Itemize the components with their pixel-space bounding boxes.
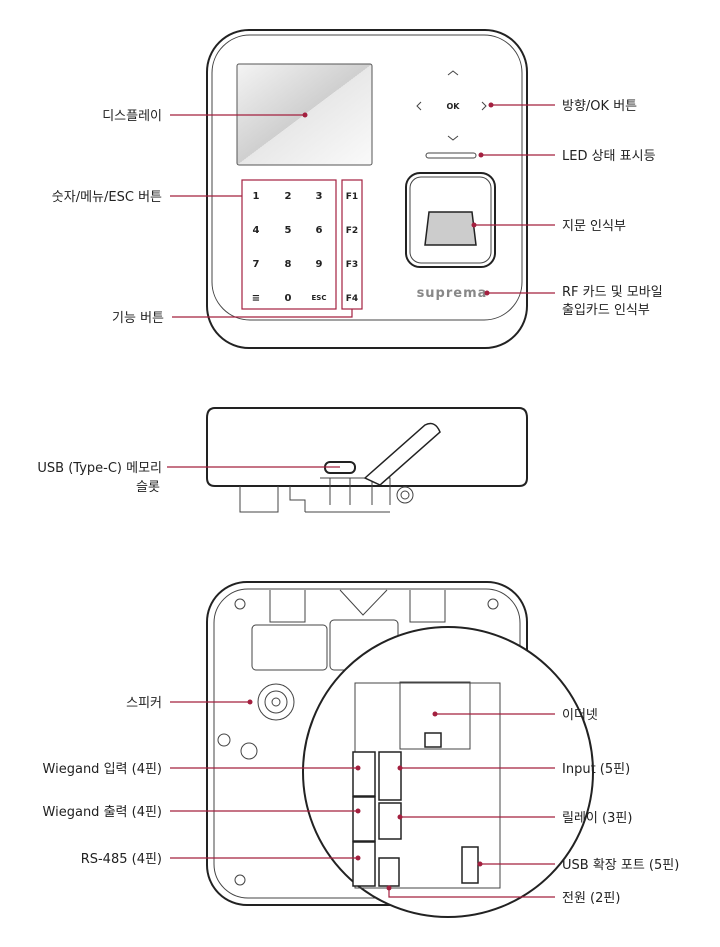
label-nav: 방향/OK 버튼 xyxy=(562,99,637,114)
front-view: 1 2 3 4 5 6 7 8 9 ≡ 0 ESC F1 F2 F3 F4 OK xyxy=(206,29,528,349)
label-wiegand-out: Wiegand 출력 (4핀) xyxy=(43,805,162,820)
label-wiegand-in: Wiegand 입력 (4핀) xyxy=(43,762,162,777)
keypad-box xyxy=(241,179,337,310)
side-callouts: USB (Type-C) 메모리 슬롯 xyxy=(37,461,340,495)
led-indicator xyxy=(425,152,477,159)
key-f3[interactable]: F3 xyxy=(346,260,358,270)
side-view xyxy=(206,407,528,513)
label-rf-1: RF 카드 및 모바일 xyxy=(562,285,663,300)
usb-stick xyxy=(363,422,441,486)
label-speaker: 스피커 xyxy=(126,696,162,711)
back-callouts: 스피커 Wiegand 입력 (4핀) Wiegand 출력 (4핀) RS-4… xyxy=(43,696,680,906)
down-arrow-icon[interactable] xyxy=(447,135,459,141)
nav-keys: OK xyxy=(416,70,487,141)
fingerprint-sensor xyxy=(405,172,496,268)
label-rs485: RS-485 (4핀) xyxy=(81,852,162,867)
label-power: 전원 (2핀) xyxy=(562,891,620,906)
key-7[interactable]: 7 xyxy=(253,259,260,270)
magnified-circle xyxy=(302,626,594,918)
key-8[interactable]: 8 xyxy=(285,259,292,270)
label-relay: 릴레이 (3핀) xyxy=(562,811,632,826)
key-6[interactable]: 6 xyxy=(316,225,323,236)
label-input: Input (5핀) xyxy=(562,762,630,777)
label-ethernet: 이더넷 xyxy=(562,708,598,723)
device-body xyxy=(206,29,528,349)
label-rf-2: 출입카드 인식부 xyxy=(562,303,650,318)
label-display: 디스플레이 xyxy=(102,109,162,124)
label-usb-slot-2: 슬롯 xyxy=(136,480,160,495)
up-arrow-icon[interactable] xyxy=(447,70,459,76)
label-function-keys: 기능 버튼 xyxy=(112,311,164,326)
key-1[interactable]: 1 xyxy=(253,191,260,202)
key-3[interactable]: 3 xyxy=(316,191,323,202)
label-led: LED 상태 표시등 xyxy=(562,149,656,164)
key-2[interactable]: 2 xyxy=(285,191,292,202)
device-face xyxy=(211,34,523,321)
key-f1[interactable]: F1 xyxy=(346,192,358,202)
key-menu[interactable]: ≡ xyxy=(252,293,260,304)
key-5[interactable]: 5 xyxy=(285,225,292,236)
label-usb-ext: USB 확장 포트 (5핀) xyxy=(562,858,679,873)
key-0[interactable]: 0 xyxy=(285,293,292,304)
connectors xyxy=(352,732,479,887)
keypad: 1 2 3 4 5 6 7 8 9 ≡ 0 ESC F1 F2 F3 F4 xyxy=(252,191,358,304)
brand-logo: suprema xyxy=(417,286,488,301)
label-keypad: 숫자/메뉴/ESC 버튼 xyxy=(52,190,162,205)
right-arrow-icon[interactable] xyxy=(481,101,487,111)
key-esc[interactable]: ESC xyxy=(312,294,327,302)
ok-key[interactable]: OK xyxy=(447,102,461,111)
key-4[interactable]: 4 xyxy=(253,225,260,236)
key-9[interactable]: 9 xyxy=(316,259,323,270)
label-usb-slot-1: USB (Type-C) 메모리 xyxy=(37,461,162,476)
left-arrow-icon[interactable] xyxy=(416,101,422,111)
front-callouts: 디스플레이 숫자/메뉴/ESC 버튼 기능 버튼 방향/OK 버튼 LED 상태… xyxy=(52,99,663,326)
back-view xyxy=(206,581,594,918)
key-f4[interactable]: F4 xyxy=(346,294,358,304)
key-f2[interactable]: F2 xyxy=(346,226,358,236)
speaker-grille xyxy=(257,683,295,721)
label-fingerprint: 지문 인식부 xyxy=(562,219,626,234)
